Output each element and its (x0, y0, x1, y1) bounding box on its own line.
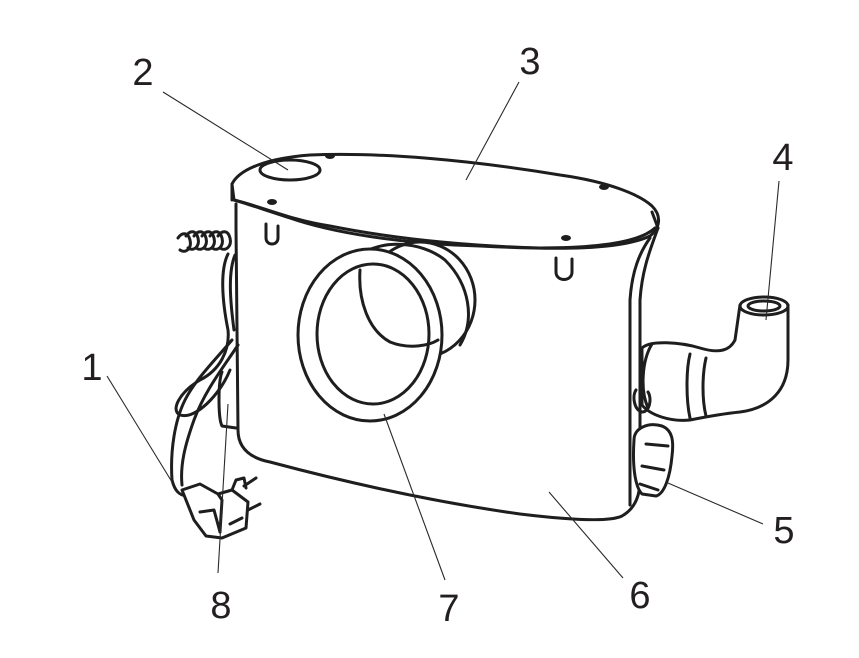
callout-1: 1 (81, 347, 103, 389)
callout-5: 5 (773, 510, 795, 552)
callout-2: 2 (132, 52, 154, 94)
callout-4: 4 (772, 137, 794, 179)
callout-7: 7 (438, 588, 460, 630)
discharge-elbow-part (632, 295, 790, 422)
secondary-inlet-part (632, 423, 675, 498)
callout-6: 6 (629, 575, 651, 617)
lid-part (230, 152, 660, 250)
housing-body (234, 202, 660, 522)
callout-3: 3 (519, 41, 541, 83)
side-switch-part (217, 370, 238, 430)
callout-leaders (106, 81, 780, 581)
inlet-cap-ellipse (258, 158, 322, 182)
callout-8: 8 (210, 585, 232, 627)
main-inlet-part (296, 240, 477, 423)
power-cable-part (170, 230, 240, 498)
